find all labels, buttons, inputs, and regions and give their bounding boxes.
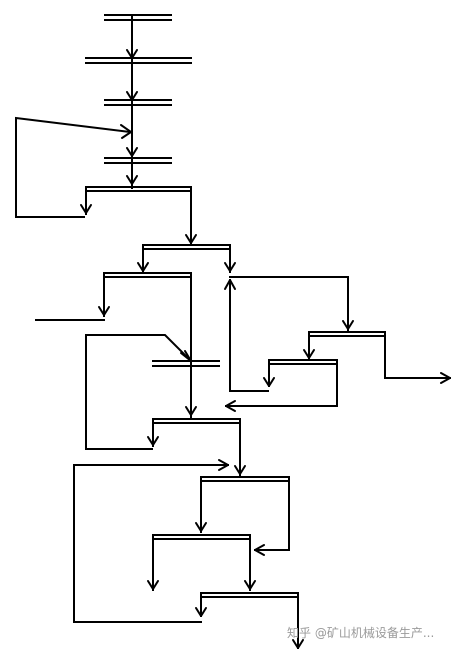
arrowhead: [98, 306, 110, 316]
process-bar-7: [103, 272, 192, 278]
outer-recycle-loop: [73, 459, 229, 623]
arrowhead: [218, 459, 229, 471]
process-bar-8: [152, 360, 220, 367]
arrowhead: [195, 607, 207, 617]
arrowhead: [244, 580, 256, 590]
recycle-loop-2: [85, 334, 192, 450]
arrowhead: [440, 372, 451, 384]
arrowhead: [303, 349, 315, 359]
arrowhead: [224, 262, 236, 272]
stage-4-left-branch: [35, 272, 220, 450]
arrowhead: [126, 175, 138, 185]
arrowhead: [80, 204, 92, 214]
process-bar-9: [308, 331, 386, 337]
arrowhead: [342, 320, 354, 330]
arrowhead: [185, 234, 197, 244]
stage-2-screening: [80, 186, 197, 245]
process-bar-10: [268, 359, 338, 365]
arrowhead: [225, 400, 236, 412]
process-bar-5: [85, 186, 192, 192]
process-bar-1: [104, 14, 172, 21]
process-bar-6: [142, 244, 231, 250]
stage-1-crushing: [15, 14, 192, 218]
process-bar-14: [200, 592, 299, 598]
concentrate-output: [384, 333, 451, 379]
process-bar-2: [85, 57, 192, 64]
arrowhead: [126, 147, 138, 157]
process-bar-13: [152, 534, 251, 540]
arrowhead: [147, 580, 159, 590]
arrowhead: [137, 262, 149, 272]
arrowhead: [292, 639, 304, 649]
return-loop-1: [224, 279, 269, 392]
stage-6-regrind: [147, 418, 246, 476]
arrowhead: [147, 436, 159, 446]
process-bar-12: [200, 476, 290, 482]
arrowhead: [263, 377, 275, 387]
arrowhead: [120, 124, 132, 139]
stage-3-classifier: [137, 244, 236, 273]
process-bar-11: [152, 418, 241, 424]
arrowhead: [185, 406, 197, 416]
process-bar-3: [104, 99, 172, 106]
arrowhead: [254, 544, 265, 556]
arrowhead: [224, 279, 236, 290]
recycle-loop-1: [15, 116, 132, 218]
stage-5-right-branch: [224, 276, 451, 412]
watermark-text: 知乎 @矿山机械设备生产...: [287, 626, 435, 640]
arrowhead: [234, 465, 246, 475]
process-bar-4: [104, 157, 172, 164]
arrowhead: [195, 522, 207, 532]
stage-7-cleaner: [73, 459, 304, 649]
